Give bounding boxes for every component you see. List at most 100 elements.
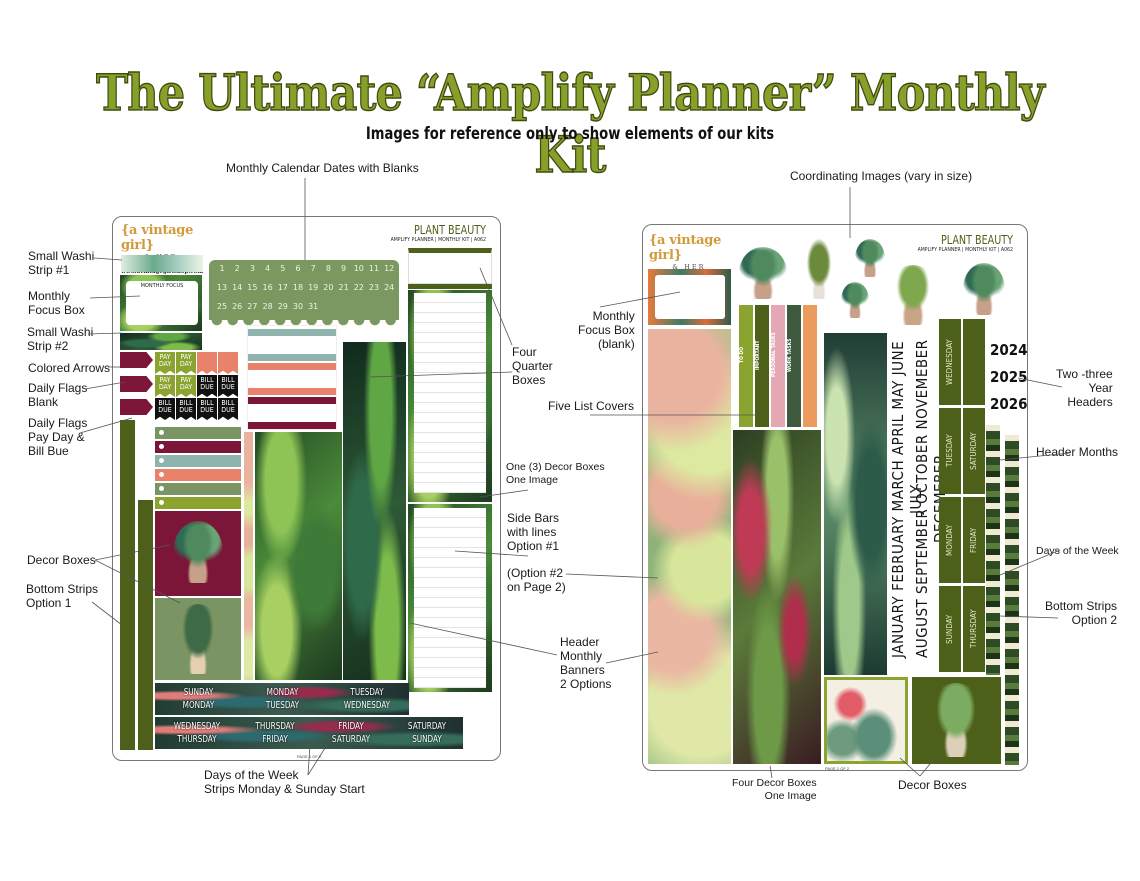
calendar-date: 22 [353, 283, 364, 292]
day-of-week-label: MONDAY [945, 524, 954, 556]
calendar-date: 23 [368, 283, 380, 292]
monthly-focus-label: MONTHLY FOCUS [140, 283, 184, 289]
quarter-box-header [408, 248, 492, 289]
bottom-strip-1a [120, 420, 135, 750]
calendar-date: 25 [216, 302, 228, 311]
colored-label-bar [155, 455, 241, 467]
daily-flag: PAY DAY [176, 352, 196, 374]
brand-name: {a vintage girl} [121, 223, 194, 253]
washi-stripes-block [247, 325, 337, 430]
coordinating-plant-3-icon [855, 239, 885, 277]
decor-box-burgundy [155, 511, 241, 596]
snake-plant-icon [175, 604, 221, 674]
header-monthly-banner-1 [255, 432, 342, 680]
calendar-date: 15 [247, 283, 258, 292]
calendar-date: 7 [310, 264, 316, 273]
bar-dot-icon [159, 472, 164, 477]
kit-line: AMPLIFY PLANNER | MONTHLY KIT | A062 [390, 237, 486, 243]
decor-box-pothos [912, 677, 1001, 764]
page-title: The Ultimate “Amplify Planner” Monthly K… [96, 62, 1046, 184]
calendar-date: 11 [368, 264, 380, 273]
daily-flag: BILL DUE [197, 398, 217, 420]
calendar-date: 6 [295, 264, 301, 273]
four-decor-boxes-image [733, 430, 821, 764]
day-of-week-label: SUNDAY [945, 614, 954, 644]
page-number: PAGE 2 OF 2 [825, 766, 850, 771]
daily-flag [218, 352, 238, 374]
colored-label-bar [155, 427, 241, 439]
label-decor-boxes-left: Decor Boxes [27, 553, 96, 567]
day-of-week-header: TUESDAY [939, 408, 961, 494]
label-calendar-dates: Monthly Calendar Dates with Blanks [226, 161, 419, 175]
label-decor-boxes-right: Decor Boxes [898, 778, 967, 792]
day-of-week-header: SATURDAY [963, 408, 985, 494]
pothos-plant-icon [926, 683, 986, 757]
page-number: PAGE 1 OF 2 [297, 754, 322, 759]
daily-flag: BILL DUE [176, 398, 196, 420]
calendar-date: 5 [280, 264, 286, 273]
year-header-2026: 2026 [990, 395, 1028, 413]
calendar-date: 27 [247, 302, 258, 311]
calendar-date: 26 [232, 302, 243, 311]
list-cover-label: WORK TASKS [787, 338, 793, 372]
calendar-date: 19 [308, 283, 319, 292]
side-bar-option-2-succulent [648, 329, 731, 764]
day-of-week-header: SUNDAY [939, 586, 961, 672]
label-coordinating-images: Coordinating Images (vary in size) [790, 169, 973, 183]
year-header-2024: 2024 [990, 341, 1028, 359]
daily-flag: PAY DAY [176, 375, 196, 397]
bar-dot-icon [159, 500, 164, 505]
coordinating-plant-5-icon [888, 265, 938, 325]
header-monthly-banner-2 [824, 333, 887, 675]
monthly-focus-box: MONTHLY FOCUS [120, 275, 202, 331]
colored-arrow-3 [120, 399, 153, 415]
calendar-date: 30 [292, 302, 304, 311]
one-decor-boxes-image [343, 342, 406, 680]
colored-label-bars [155, 427, 241, 509]
brand-name: {a vintage girl} [649, 233, 722, 263]
colored-label-bar [155, 483, 241, 495]
kit-title: PLANT BEAUTY AMPLIFY PLANNER | MONTHLY K… [853, 233, 1013, 253]
header-months-col-1: JANUARY FEBRUARY MARCH APRIL MAY JUNE JU… [889, 340, 925, 658]
calendar-date: 2 [234, 264, 240, 273]
decor-box-sage [155, 598, 241, 680]
label-five-list-covers: Five List Covers [548, 399, 635, 413]
day-of-week-label: THURSDAY [969, 609, 978, 649]
side-bar-with-lines-1 [408, 290, 492, 502]
monthly-focus-box-blank [648, 269, 731, 325]
sticker-sheet-page-2: {a vintage girl} & HER DAUGHTER www.avin… [642, 224, 1028, 771]
day-of-week-label: WEDNESDAY [945, 339, 954, 385]
calendar-date: 10 [353, 264, 364, 273]
colored-label-bar [155, 469, 241, 481]
calendar-date: 24 [384, 283, 395, 292]
calendar-date: 31 [308, 302, 319, 311]
small-washi-strip-2 [120, 333, 202, 350]
peace-lily-plant-icon [173, 521, 223, 583]
calendar-date: 18 [292, 283, 304, 292]
list-cover-label [803, 325, 817, 385]
calendar-date: 14 [232, 283, 243, 292]
day-of-week-header: THURSDAY [963, 586, 985, 672]
daily-flag: PAY DAY [155, 375, 175, 397]
coordinating-plant-1-icon [739, 247, 787, 299]
colored-arrow-1 [120, 352, 153, 368]
